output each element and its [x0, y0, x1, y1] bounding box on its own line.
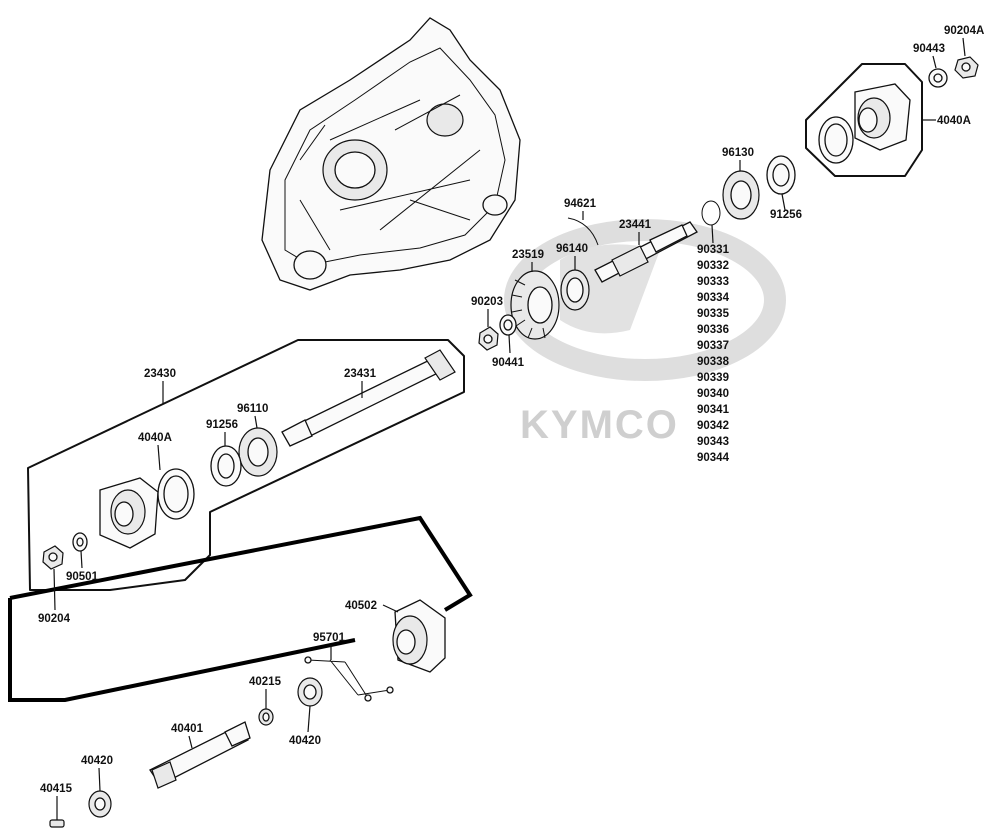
watermark-brand-text: KYMCO — [520, 403, 679, 447]
part-label-90333: 90333 — [697, 276, 729, 288]
part-label-90443: 90443 — [913, 43, 945, 55]
shaft-40401 — [149, 721, 251, 789]
part-label-90343: 90343 — [697, 436, 729, 448]
part-label-90340: 90340 — [697, 388, 729, 400]
bearing-96110 — [238, 427, 278, 477]
seal-ring-top — [818, 116, 854, 164]
flange-housing-40502 — [392, 599, 446, 673]
part-label-91256-top: 91256 — [770, 209, 802, 221]
part-label-4040A-top: 4040A — [937, 115, 971, 127]
leader-lines — [53, 37, 966, 820]
plug-40215 — [258, 708, 274, 726]
part-label-96140: 96140 — [556, 243, 588, 255]
part-label-96130: 96130 — [722, 147, 754, 159]
shaft-23431 — [281, 349, 456, 447]
part-label-90339: 90339 — [697, 372, 729, 384]
bushing-40420-mid — [297, 677, 323, 707]
part-label-40420-mid: 40420 — [289, 735, 321, 747]
bearing-96140 — [560, 269, 590, 311]
part-label-40420-low: 40420 — [81, 755, 113, 767]
part-label-94621: 94621 — [564, 198, 597, 210]
nut-90204 — [42, 545, 64, 570]
bushing-40420-low — [88, 790, 112, 818]
part-label-23430: 23430 — [144, 368, 176, 380]
part-label-90204A: 90204A — [944, 25, 984, 37]
part-label-90335: 90335 — [697, 308, 730, 320]
nut-90203 — [478, 326, 499, 351]
part-label-95701: 95701 — [313, 632, 346, 644]
part-label-23441: 23441 — [619, 219, 652, 231]
group-outline-23430 — [27, 339, 465, 591]
pin-40415 — [49, 819, 65, 828]
part-label-40502: 40502 — [345, 600, 377, 612]
shim-ring — [701, 200, 721, 226]
part-label-90203: 90203 — [471, 296, 503, 308]
washer-90441 — [499, 314, 517, 336]
seal-91256-top — [766, 155, 796, 195]
part-label-23519: 23519 — [512, 249, 544, 261]
bevel-gear-23519 — [510, 270, 560, 340]
group-outline-top-right — [805, 63, 923, 177]
part-label-90338: 90338 — [697, 356, 730, 368]
crankcase-housing — [261, 17, 521, 291]
seal-ring-mid — [157, 468, 195, 520]
shaft-23441 — [594, 221, 698, 283]
nut-90204A — [954, 56, 979, 79]
part-label-90441: 90441 — [492, 357, 525, 369]
part-label-90331: 90331 — [697, 244, 730, 256]
part-number-labels: 90204A 90443 4040A 96130 91256 94621 23441 2351… — [38, 25, 984, 795]
circlip-94621 — [567, 217, 599, 246]
part-label-90342: 90342 — [697, 420, 729, 432]
group-outline-lower-loop — [8, 515, 473, 702]
seal-91256-mid — [210, 445, 242, 487]
washer-90501 — [72, 532, 88, 552]
part-label-90337: 90337 — [697, 340, 729, 352]
bearing-96130 — [722, 170, 760, 220]
bolts-95701 — [304, 656, 394, 702]
part-label-90334: 90334 — [697, 292, 730, 304]
part-label-90501: 90501 — [66, 571, 99, 583]
part-label-90341: 90341 — [697, 404, 730, 416]
part-label-4040A-mid: 4040A — [138, 432, 172, 444]
part-label-90336: 90336 — [697, 324, 729, 336]
part-label-90332: 90332 — [697, 260, 729, 272]
part-label-90344: 90344 — [697, 452, 730, 464]
flange-housing-top — [854, 83, 911, 151]
part-label-96110: 96110 — [237, 403, 268, 415]
part-label-90204: 90204 — [38, 613, 71, 625]
part-label-40415: 40415 — [40, 783, 73, 795]
part-label-40215: 40215 — [249, 676, 282, 688]
washer-90443 — [928, 68, 948, 88]
part-label-23431: 23431 — [344, 368, 377, 380]
part-label-40401: 40401 — [171, 723, 204, 735]
flange-housing-mid — [99, 477, 159, 549]
part-label-91256-mid: 91256 — [206, 419, 238, 431]
